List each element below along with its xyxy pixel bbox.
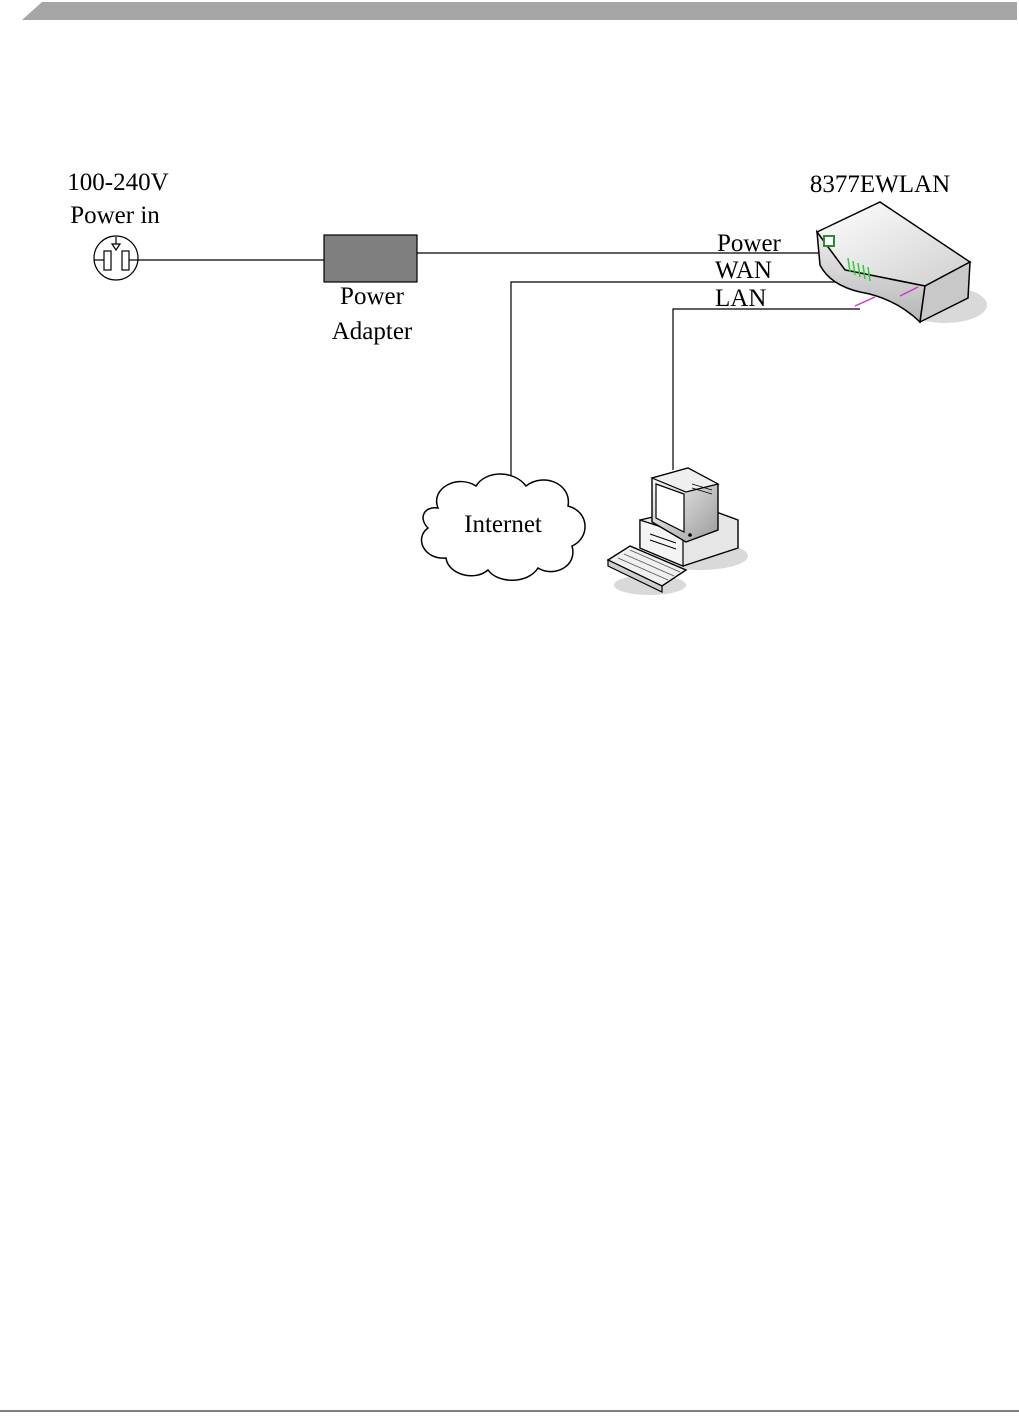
lan-cable: [673, 309, 860, 470]
internet-label: Internet: [464, 511, 542, 538]
router-icon: [817, 202, 987, 323]
outlet-power-in-label: Power in: [70, 202, 160, 229]
adapter-label-line1: Power: [340, 283, 405, 310]
computer-icon: [608, 468, 748, 595]
router-led-icon: [824, 236, 834, 246]
port-label-power: Power: [717, 230, 782, 257]
outlet-icon: [94, 236, 138, 280]
power-adapter-box: [324, 235, 417, 282]
adapter-label-line2: Adapter: [332, 318, 413, 345]
port-label-lan: LAN: [715, 285, 766, 312]
device-name-label: 8377EWLAN: [810, 171, 950, 198]
wan-cable: [511, 282, 842, 482]
header-bar: [22, 2, 1017, 20]
port-label-wan: WAN: [715, 257, 772, 284]
outlet-voltage-label: 100-240V: [67, 169, 168, 196]
